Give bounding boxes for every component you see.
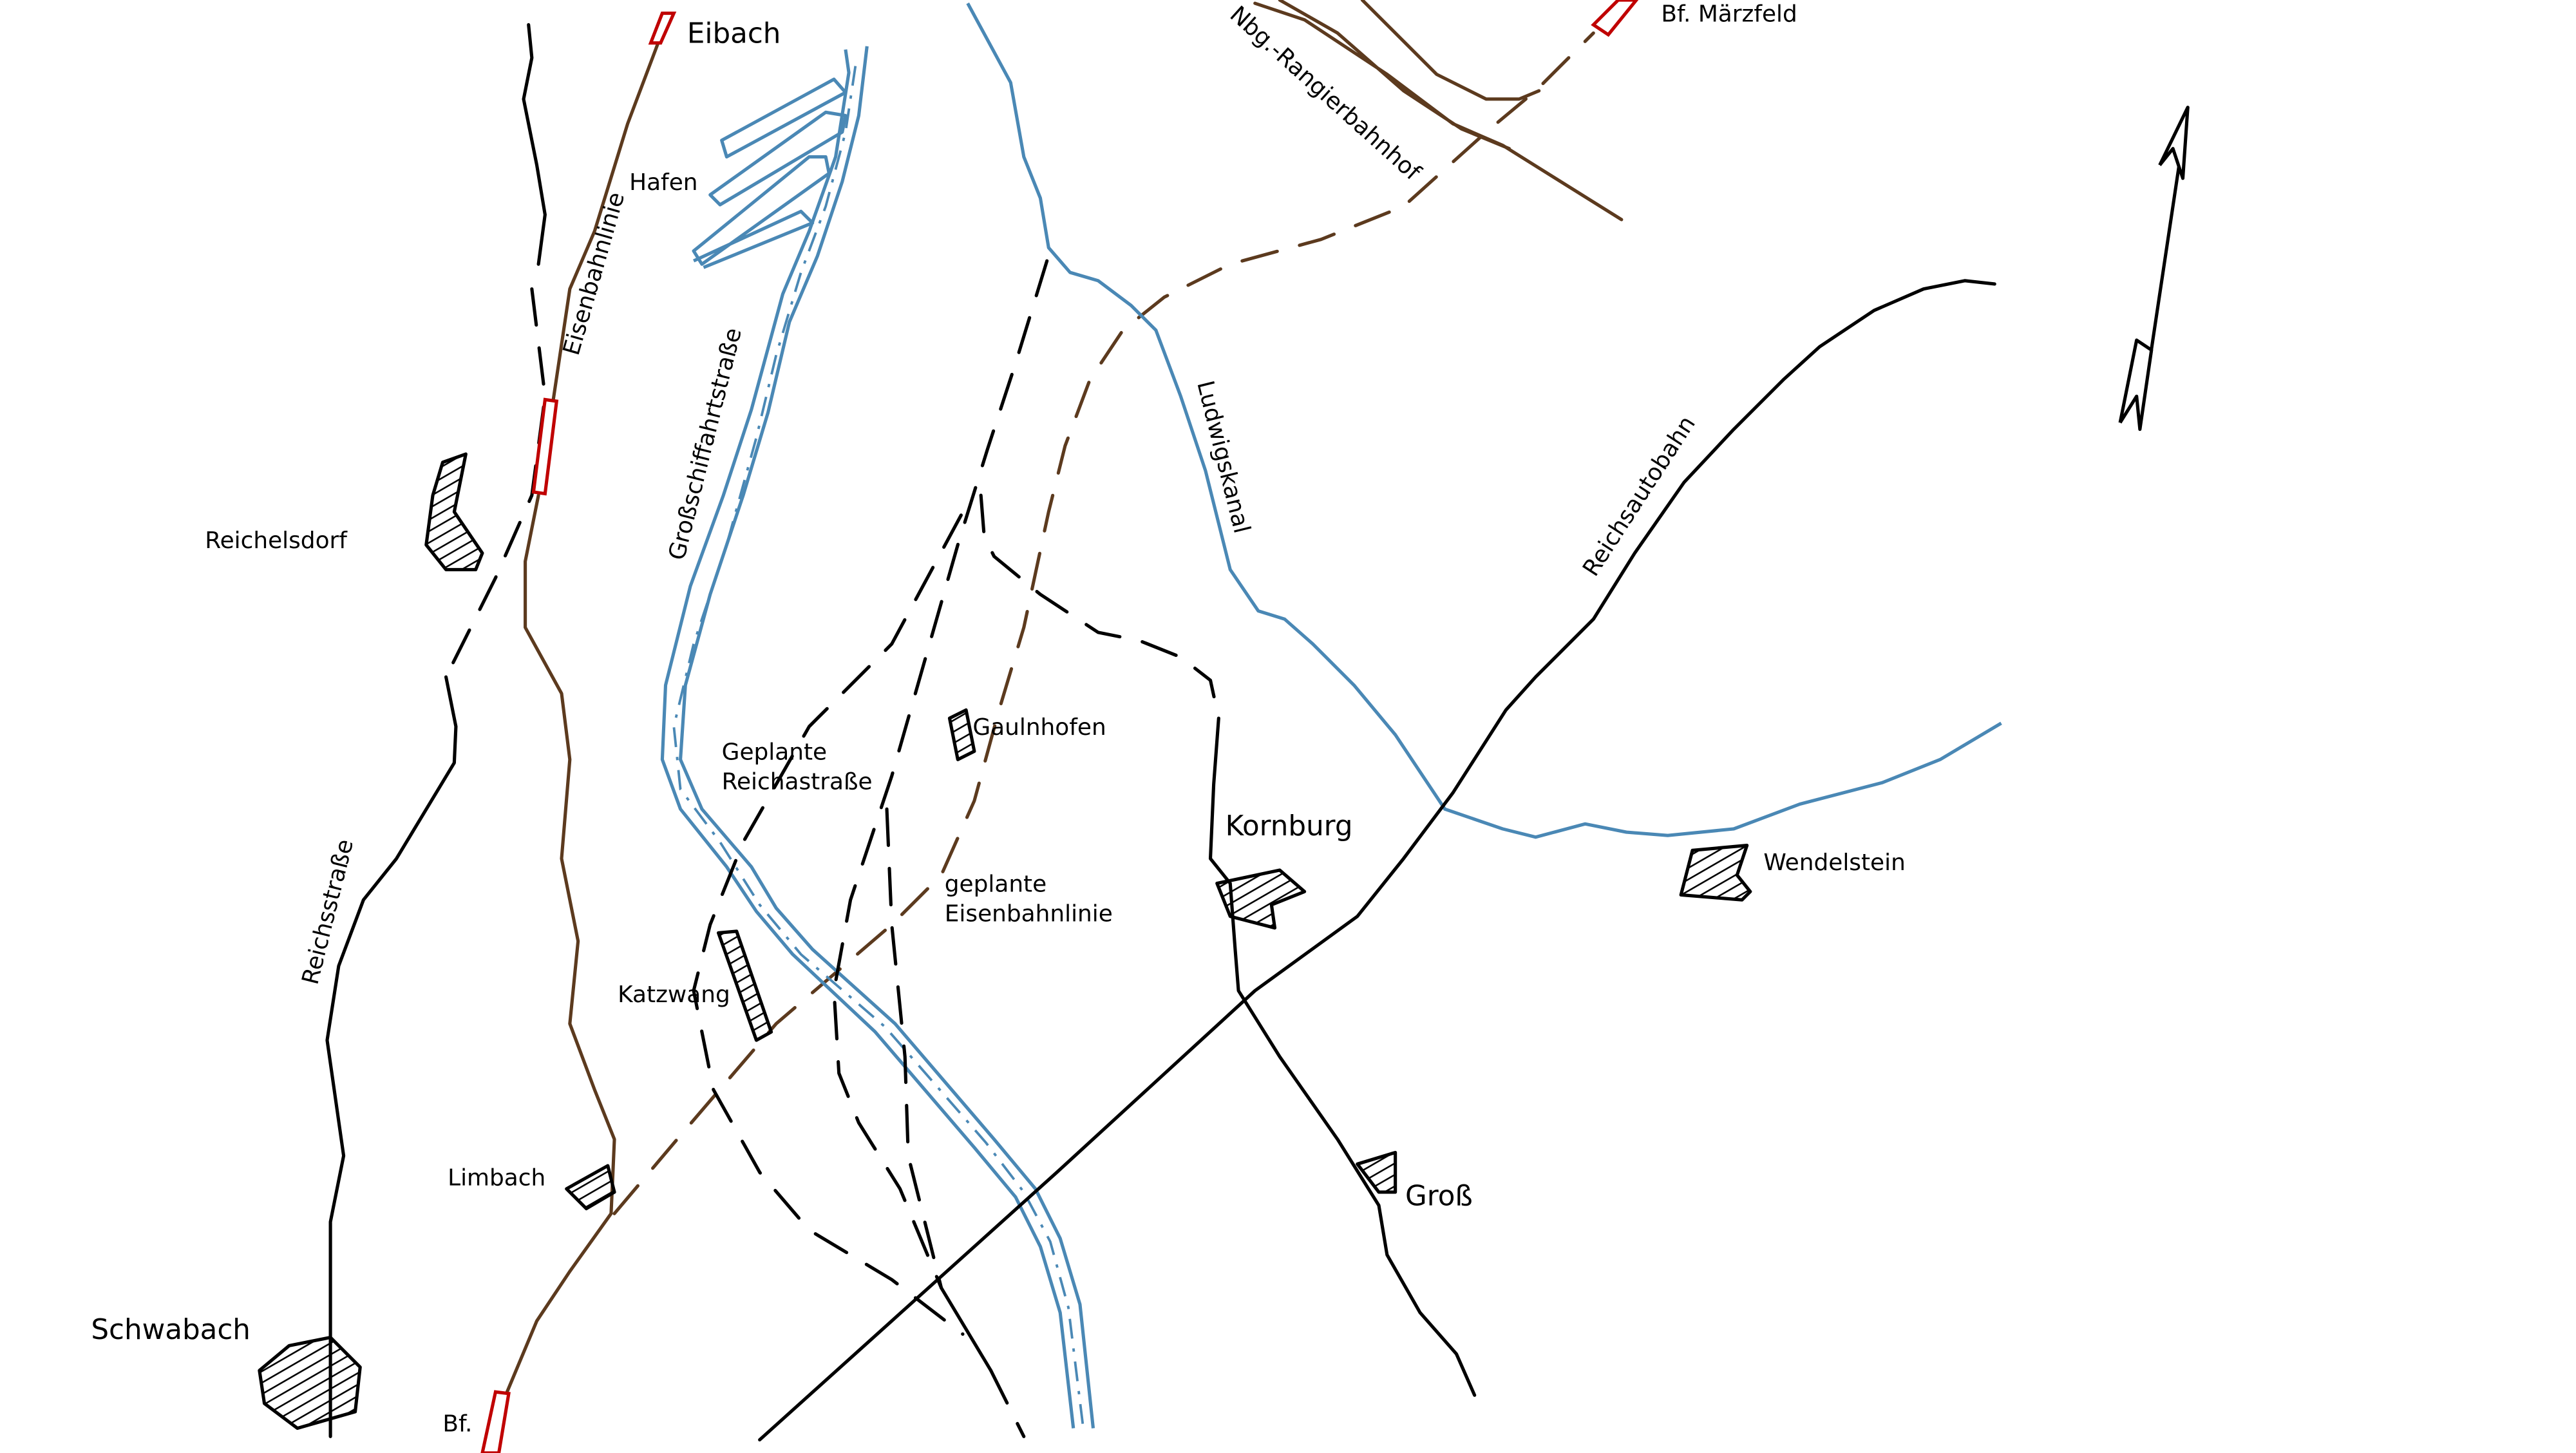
label-katzwang: Katzwang: [618, 982, 730, 1008]
station-schwabach: [480, 1390, 511, 1453]
label-gaulnhofen: Gaulnhofen: [972, 714, 1106, 741]
canal-west-bank: [660, 49, 1075, 1429]
town-reichelsdorf: [424, 452, 484, 572]
label-geplante-eisenbahn-1: geplante: [945, 871, 1046, 897]
planned-road-a: [832, 259, 1049, 1290]
label-grossschiffahrtstrasse: Großschiffahrtstraße: [664, 325, 747, 563]
canal-east-bank: [679, 46, 1095, 1429]
planned-road-c: [885, 807, 943, 1290]
railway-line: [505, 34, 663, 1394]
label-bf: Bf.: [442, 1411, 472, 1438]
label-geplante-reichstrasse-1: Geplante: [722, 739, 827, 765]
reichsstrasse-road-south: [325, 675, 458, 1438]
town-wendelstein: [1679, 844, 1752, 902]
town-kornburg: [1215, 868, 1307, 930]
harbor-basins: [692, 77, 848, 269]
town-limbach: [565, 1164, 616, 1211]
road-kornburg-dashed: [979, 493, 1220, 720]
planned-road-end: [940, 1286, 993, 1372]
planned-railway: [612, 31, 1595, 1215]
station-eibach: [648, 11, 677, 45]
reichsstrasse-road: [522, 23, 547, 266]
rangierbahnhof-tracks: [1253, 0, 1624, 222]
town-schwabach: [258, 1335, 362, 1430]
label-geplante-reichstrasse-2: Reichastraße: [722, 768, 873, 795]
canal-centerline: [672, 66, 1085, 1429]
reichsstrasse-road-dashed: [444, 287, 547, 679]
label-reichsautobahn: Reichsautobahn: [1578, 412, 1701, 581]
label-eibach: Eibach: [687, 18, 781, 50]
label-rangierbahnhof: Nbg.-Rangierbahnhof: [1225, 1, 1426, 186]
ludwigskanal: [966, 2, 2002, 839]
label-limbach: Limbach: [448, 1165, 545, 1192]
label-gross: Groß: [1405, 1180, 1473, 1212]
label-reichsstrasse: Reichsstraße: [298, 837, 359, 987]
label-geplante-eisenbahn-2: Eisenbahnlinie: [945, 901, 1113, 927]
planned-road-b: [692, 513, 965, 1336]
label-bf-maerzfeld: Bf. Märzfeld: [1661, 1, 1797, 27]
label-wendelstein: Wendelstein: [1763, 850, 1906, 876]
town-gaulnhofen: [947, 708, 976, 761]
town-katzwang: [716, 929, 773, 1042]
label-kornburg: Kornburg: [1226, 810, 1353, 842]
label-reichelsdorf: Reichelsdorf: [205, 527, 348, 554]
station-maerzfeld: [1591, 0, 1639, 37]
north-arrow-icon: [2118, 106, 2190, 432]
road-kornburg-gross: [1208, 716, 1477, 1397]
label-hafen: Hafen: [629, 169, 697, 196]
label-eisenbahnlinie: Eisenbahnlinie: [558, 189, 630, 358]
reichsautobahn: [758, 279, 1996, 1442]
planned-road-end-dashed: [989, 1369, 1026, 1438]
station-reichelsdorf: [531, 397, 559, 496]
label-schwabach: Schwabach: [91, 1314, 251, 1346]
town-gross: [1356, 1150, 1397, 1194]
